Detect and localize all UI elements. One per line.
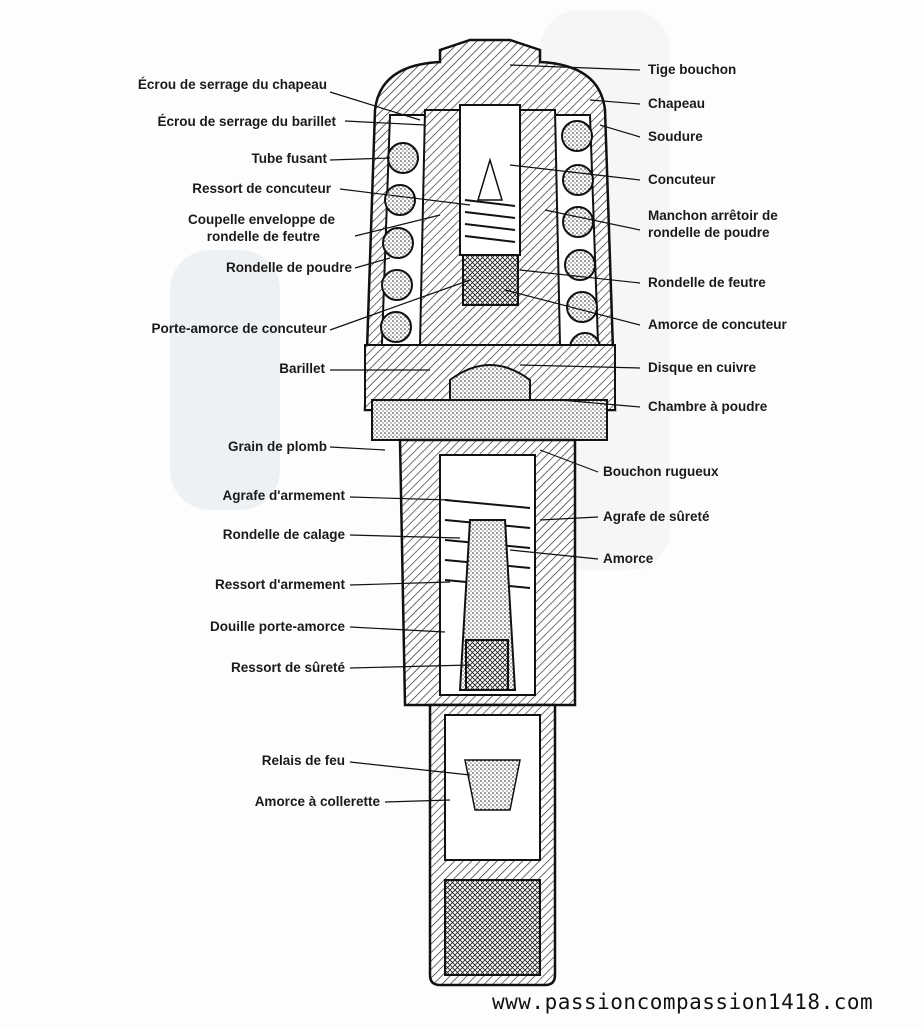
label-grain-de-plomb: Grain de plomb <box>227 439 327 454</box>
label-rondelle-de-poudre: Rondelle de poudre <box>225 260 352 275</box>
ressort-de-surete <box>465 639 509 691</box>
watermark: www.passioncompassion1418.com <box>492 990 874 1014</box>
label-manchon-line1: Manchon arrêtoir de <box>648 208 778 223</box>
label-concuteur: Concuteur <box>648 172 716 187</box>
label-barillet: Barillet <box>279 361 325 376</box>
leader-lines <box>329 64 641 803</box>
label-amorce: Amorce <box>603 551 654 566</box>
label-rondelle-de-calage: Rondelle de calage <box>222 527 345 542</box>
concuteur-needle <box>476 157 504 201</box>
relais-de-feu <box>464 759 521 811</box>
rondelle-de-poudre <box>380 120 601 364</box>
label-ressort-de-concuteur: Ressort de concuteur <box>192 181 331 196</box>
amorce-de-concuteur <box>462 254 519 306</box>
label-relais-de-feu: Relais de feu <box>261 753 345 768</box>
label-chambre-a-poudre: Chambre à poudre <box>648 399 768 414</box>
label-amorce-a-collerette: Amorce à collerette <box>254 794 380 809</box>
label-chapeau: Chapeau <box>648 96 706 111</box>
ressort-de-concuteur <box>464 199 516 243</box>
label-ecrou-serrage-chapeau: Écrou de serrage du chapeau <box>137 77 327 92</box>
label-porte-amorce-concuteur: Porte-amorce de concuteur <box>151 321 327 336</box>
bleed-through-shape <box>170 250 280 510</box>
label-manchon-line2: rondelle de poudre <box>648 225 770 240</box>
label-bouchon-rugueux: Bouchon rugueux <box>603 464 719 479</box>
label-soudure: Soudure <box>648 129 703 144</box>
label-rondelle-de-feutre: Rondelle de feutre <box>648 275 766 290</box>
label-tube-fusant: Tube fusant <box>251 151 328 166</box>
label-tige-bouchon: Tige bouchon <box>648 62 737 77</box>
label-coupelle-line2: rondelle de feutre <box>206 229 320 244</box>
label-agrafe-de-surete: Agrafe de sûreté <box>603 509 710 524</box>
label-amorce-de-concuteur: Amorce de concuteur <box>648 317 787 332</box>
detonator-charge <box>444 879 541 976</box>
label-coupelle-line1: Coupelle enveloppe de <box>187 212 335 227</box>
chambre-a-poudre <box>449 364 531 411</box>
label-disque-en-cuivre: Disque en cuivre <box>648 360 757 375</box>
label-agrafe-d-armement: Agrafe d'armement <box>222 488 346 503</box>
label-douille-porte-amorce: Douille porte-amorce <box>209 619 345 634</box>
label-ressort-d-armement: Ressort d'armement <box>214 577 345 592</box>
label-ressort-de-surete: Ressort de sûreté <box>230 660 345 675</box>
powder-channel <box>371 399 608 441</box>
label-ecrou-serrage-barillet: Écrou de serrage du barillet <box>157 114 336 129</box>
